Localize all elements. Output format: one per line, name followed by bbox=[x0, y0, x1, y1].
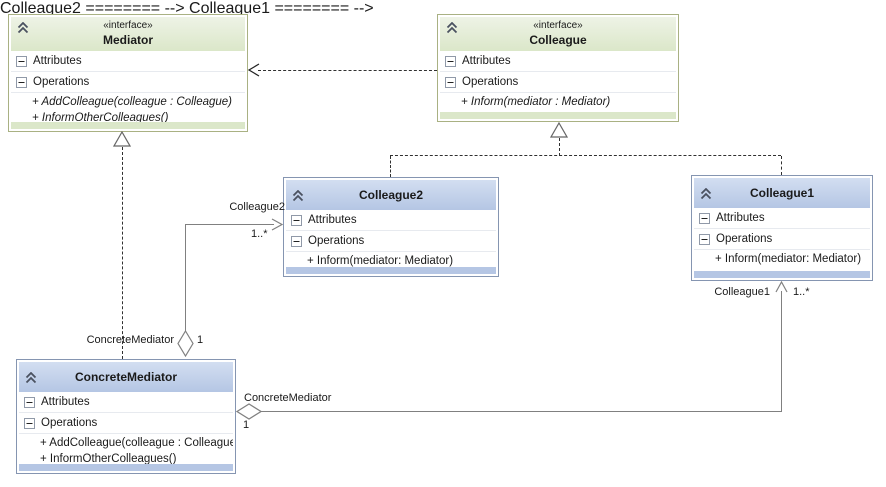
box-footer-strip bbox=[19, 464, 233, 471]
collapse-chevron-icon[interactable] bbox=[445, 21, 459, 39]
method-inform: + Inform(mediator : Mediator) bbox=[461, 96, 611, 108]
colleague1-attributes-row[interactable]: Attributes bbox=[694, 208, 870, 229]
class-box-colleague[interactable]: «interface» Colleague Attributes Operati… bbox=[437, 14, 679, 122]
realization-shared-horizontal[interactable] bbox=[390, 155, 781, 156]
box-footer-strip bbox=[11, 122, 245, 129]
mediator-stereotype: «interface» bbox=[103, 20, 153, 32]
colleague-operations-row[interactable]: Operations bbox=[440, 72, 676, 93]
mediator-header[interactable]: «interface» Mediator bbox=[11, 17, 245, 51]
role-label-concretemediator-right: ConcreteMediator bbox=[244, 392, 332, 404]
realization-concretemediator-to-mediator[interactable] bbox=[122, 147, 123, 359]
class-box-mediator[interactable]: «interface» Mediator Attributes Operatio… bbox=[8, 14, 248, 132]
collapse-minus-icon[interactable] bbox=[291, 214, 302, 226]
colleague-stereotype: «interface» bbox=[533, 20, 583, 32]
multiplicity-label-colleague2: 1..* bbox=[251, 228, 268, 240]
class-box-concretemediator[interactable]: ConcreteMediator Attributes Operations +… bbox=[16, 359, 236, 474]
colleague-name: Colleague bbox=[529, 32, 587, 47]
multiplicity-label-colleague1: 1..* bbox=[793, 286, 810, 298]
open-arrowhead-up-icon bbox=[775, 281, 788, 293]
concretemediator-header[interactable]: ConcreteMediator bbox=[19, 362, 233, 392]
colleague2-operations-row[interactable]: Operations bbox=[286, 231, 496, 252]
colleague-attributes-row[interactable]: Attributes bbox=[440, 51, 676, 72]
box-footer-strip bbox=[440, 112, 676, 119]
attributes-label: Attributes bbox=[462, 55, 511, 67]
collapse-minus-icon[interactable] bbox=[16, 76, 27, 88]
method-informothercolleagues: + InformOtherColleagues() bbox=[40, 453, 177, 464]
collapse-minus-icon[interactable] bbox=[24, 417, 35, 429]
colleague2-name: Colleague2 bbox=[358, 187, 424, 202]
class-box-colleague1[interactable]: Colleague1 Attributes Operations + Infor… bbox=[691, 175, 873, 281]
operations-label: Operations bbox=[308, 235, 365, 247]
method-addcolleague: + AddColleague(colleague : Colleague) bbox=[40, 437, 233, 449]
attributes-label: Attributes bbox=[33, 55, 82, 67]
box-footer-strip bbox=[694, 271, 870, 278]
concretemediator-attributes-row[interactable]: Attributes bbox=[19, 392, 233, 413]
realization-stub-to-colleague[interactable] bbox=[559, 138, 560, 156]
collapse-chevron-icon[interactable] bbox=[291, 189, 305, 207]
role-label-colleague1: Colleague1 bbox=[714, 286, 770, 298]
method-informothercolleagues: + InformOtherColleagues() bbox=[32, 112, 169, 122]
attributes-label: Attributes bbox=[716, 212, 765, 224]
realization-colleague1-branch[interactable] bbox=[781, 156, 782, 175]
realization-colleague2-branch[interactable] bbox=[390, 156, 391, 177]
concretemediator-name: ConcreteMediator bbox=[74, 369, 178, 384]
hollow-triangle-up-icon bbox=[550, 122, 568, 138]
collapse-minus-icon[interactable] bbox=[699, 233, 710, 245]
colleague1-header[interactable]: Colleague1 bbox=[694, 178, 870, 208]
colleague2-header[interactable]: Colleague2 bbox=[286, 180, 496, 210]
multiplicity-label-concretemediator-right: 1 bbox=[243, 419, 250, 431]
dependency-colleague-to-mediator[interactable] bbox=[258, 70, 437, 71]
mediator-name: Mediator bbox=[102, 32, 153, 47]
association-colleague2-vertical[interactable] bbox=[185, 224, 186, 331]
role-label-colleague2: Colleague2 bbox=[229, 201, 285, 213]
collapse-minus-icon[interactable] bbox=[24, 396, 35, 408]
class-box-colleague2[interactable]: Colleague2 Attributes Operations + Infor… bbox=[283, 177, 499, 277]
collapse-minus-icon[interactable] bbox=[291, 235, 302, 247]
attributes-label: Attributes bbox=[41, 396, 90, 408]
association-colleague1-vertical[interactable] bbox=[781, 291, 782, 411]
colleague1-name: Colleague1 bbox=[749, 185, 815, 200]
open-arrowhead-right-icon bbox=[271, 218, 283, 231]
association-colleague1-horizontal[interactable] bbox=[261, 411, 782, 412]
association-colleague2-horizontal[interactable] bbox=[185, 224, 274, 225]
method-inform: + Inform(mediator: Mediator) bbox=[715, 253, 862, 265]
operations-label: Operations bbox=[41, 417, 98, 429]
collapse-minus-icon[interactable] bbox=[445, 76, 456, 88]
operations-label: Operations bbox=[716, 233, 773, 245]
operations-label: Operations bbox=[33, 76, 90, 88]
aggregation-diamond-icon bbox=[177, 330, 194, 357]
collapse-minus-icon[interactable] bbox=[699, 212, 710, 224]
mediator-operations-row[interactable]: Operations bbox=[11, 72, 245, 93]
colleague1-operations-row[interactable]: Operations bbox=[694, 229, 870, 250]
collapse-chevron-icon[interactable] bbox=[699, 187, 713, 205]
box-footer-strip bbox=[286, 267, 496, 274]
open-arrowhead-left-icon bbox=[248, 63, 260, 77]
hollow-triangle-up-icon bbox=[113, 131, 131, 147]
operations-label: Operations bbox=[462, 76, 519, 88]
aggregation-diamond-icon bbox=[236, 403, 262, 420]
attributes-label: Attributes bbox=[308, 214, 357, 226]
collapse-chevron-icon[interactable] bbox=[16, 21, 30, 39]
collapse-minus-icon[interactable] bbox=[16, 55, 27, 67]
concretemediator-operations-row[interactable]: Operations bbox=[19, 413, 233, 434]
colleague2-attributes-row[interactable]: Attributes bbox=[286, 210, 496, 231]
role-label-concretemediator-top: ConcreteMediator bbox=[86, 334, 174, 346]
multiplicity-label-concretemediator-top: 1 bbox=[197, 334, 204, 346]
colleague-header[interactable]: «interface» Colleague bbox=[440, 17, 676, 51]
mediator-attributes-row[interactable]: Attributes bbox=[11, 51, 245, 72]
collapse-minus-icon[interactable] bbox=[445, 55, 456, 67]
method-inform: + Inform(mediator: Mediator) bbox=[307, 255, 454, 267]
method-addcolleague: + AddColleague(colleague : Colleague) bbox=[32, 96, 233, 108]
collapse-chevron-icon[interactable] bbox=[24, 371, 38, 389]
